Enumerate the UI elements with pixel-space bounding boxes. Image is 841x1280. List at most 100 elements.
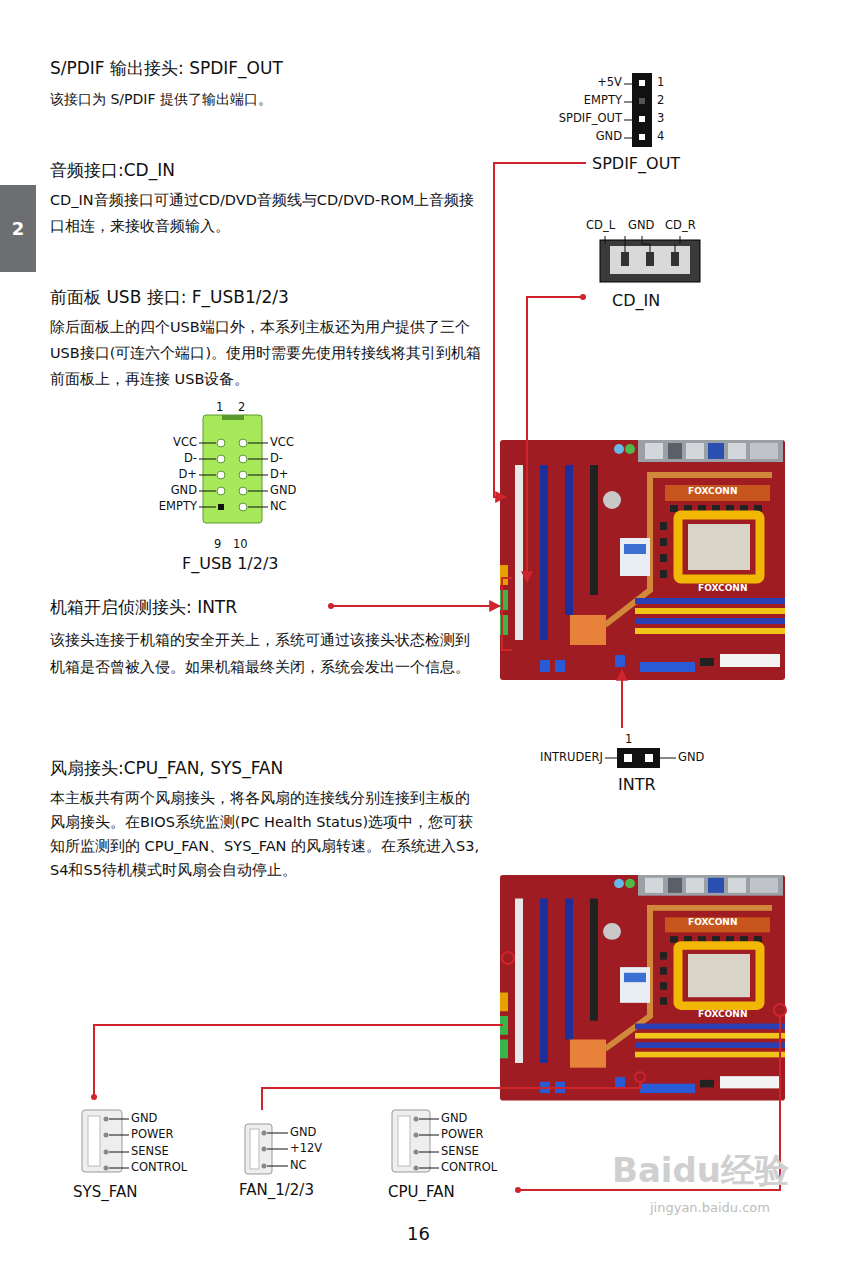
- leader-lines: [94, 163, 786, 1190]
- drawing-part: [104, 1166, 109, 1171]
- usb-header: [199, 415, 268, 523]
- intr-header: [605, 748, 676, 768]
- label: SPDIF_OUT: [592, 154, 680, 173]
- drawing-part: [419, 1119, 439, 1120]
- body-text: 除后面板上的四个USB端口外，本系列主板还为用户提供了三个USB接口(可连六个端…: [50, 314, 484, 392]
- drawing-part: [199, 507, 216, 508]
- drawing-part: [248, 507, 268, 508]
- drawing-part: [645, 754, 653, 762]
- section-heading: 前面板 USB 接口: F_USB1/2/3: [50, 287, 480, 307]
- drawing-part: [328, 603, 334, 609]
- body-text: 该接头连接于机箱的安全开关上，系统可通过该接头状态检测到机箱是否曾被入侵。如果机…: [50, 627, 484, 681]
- pin-label: EMPTY: [584, 94, 622, 108]
- drawing-part: [624, 84, 632, 138]
- drawing-part: [104, 1117, 109, 1171]
- drawing-part: [262, 1164, 267, 1169]
- motherboard-photo: [500, 875, 785, 1101]
- drawing-part: [222, 415, 244, 420]
- drawing-part: [624, 102, 632, 103]
- fan-connector: [245, 1124, 288, 1174]
- drawing-part: [624, 120, 632, 121]
- drawing-part: [646, 252, 654, 266]
- label: 9: [214, 538, 221, 552]
- label: F_USB 1/2/3: [182, 554, 278, 573]
- body-text: CD_IN音频接口可通过CD/DVD音频线与CD/DVD-ROM上音频接口相连，…: [50, 187, 484, 239]
- drawing-part: [414, 1117, 419, 1171]
- drawing-part: [239, 487, 247, 495]
- drawing-part: [639, 116, 645, 122]
- drawing-part: [217, 455, 225, 463]
- drawing-part: [199, 491, 216, 492]
- pin-label: GND: [171, 484, 197, 498]
- drawing-part: [419, 1168, 439, 1169]
- section-heading: 音频接口:CD_IN: [50, 160, 480, 180]
- drawing-part: [515, 1187, 521, 1193]
- cpu-fan-connector: [392, 1110, 439, 1172]
- pin-label: VCC: [173, 436, 197, 450]
- drawing-part: [239, 471, 247, 479]
- label: INTR: [618, 775, 656, 794]
- label: Baidu经验: [612, 1150, 789, 1191]
- label: SYS_FAN: [73, 1183, 137, 1201]
- section-heading: 风扇接头:CPU_FAN, SYS_FAN: [50, 758, 480, 778]
- pin-label: D-: [184, 452, 197, 466]
- drawing-part: [104, 1133, 109, 1138]
- label: D+: [270, 468, 289, 482]
- drawing-part: [267, 1133, 288, 1134]
- label: POWER: [441, 1128, 484, 1142]
- drawing-part: [621, 670, 623, 728]
- drawing-part: [248, 443, 268, 444]
- label: CPU_FAN: [388, 1183, 455, 1201]
- label: CD_L: [586, 219, 615, 233]
- drawing-part: [199, 459, 216, 460]
- label: FAN_1/2/3: [239, 1181, 314, 1199]
- drawing-part: [199, 443, 268, 507]
- label: NC: [270, 500, 287, 514]
- motherboard-photo: [500, 440, 785, 680]
- spdif-header: [624, 73, 652, 147]
- drawing-part: [675, 236, 680, 252]
- label: 1: [216, 401, 223, 415]
- label: 2: [238, 401, 245, 415]
- chapter-tab: 2: [0, 185, 36, 272]
- drawing-part: [262, 1131, 267, 1136]
- label: 10: [233, 538, 248, 552]
- drawing-part: [248, 459, 268, 460]
- drawing-part: [605, 236, 680, 252]
- drawing-part: [91, 1094, 97, 1100]
- drawing-part: [109, 1152, 129, 1153]
- drawing-part: [262, 1082, 640, 1110]
- drawing-part: [624, 138, 632, 139]
- label: 16: [407, 1223, 430, 1245]
- section-heading: S/PDIF 输出接头: SPDIF_OUT: [50, 58, 480, 78]
- label: D-: [270, 452, 283, 466]
- drawing-part: [502, 578, 512, 650]
- drawing-part: [419, 1152, 439, 1153]
- drawing-part: [248, 475, 268, 476]
- label: FOXCONN: [698, 583, 747, 594]
- drawing-part: [621, 252, 629, 266]
- drawing-part: [527, 297, 583, 582]
- drawing-part: [635, 1072, 645, 1082]
- drawing-part: [250, 1129, 259, 1169]
- drawing-part: [414, 1133, 419, 1138]
- label: FOXCONN: [688, 486, 737, 497]
- drawing-part: [104, 1117, 109, 1122]
- drawing-part: [642, 236, 650, 252]
- label: +12V: [290, 1142, 322, 1156]
- section-heading: 机箱开启侦测接头: INTR: [50, 597, 480, 617]
- body-text: 该接口为 S/PDIF 提供了输出端口。: [50, 91, 480, 108]
- drawing-part: [109, 1135, 129, 1136]
- label: SENSE: [441, 1145, 479, 1159]
- drawing-part: [217, 471, 225, 479]
- drawing-part: [248, 491, 268, 492]
- drawing-part: [109, 1119, 129, 1120]
- pin-label: +5V: [597, 76, 622, 90]
- label: CD_IN: [612, 291, 660, 310]
- label: GND: [290, 1126, 316, 1140]
- drawing-part: [262, 1131, 267, 1169]
- drawing-part: [624, 754, 632, 762]
- label: FOXCONN: [698, 1009, 747, 1020]
- drawing-part: [617, 748, 660, 768]
